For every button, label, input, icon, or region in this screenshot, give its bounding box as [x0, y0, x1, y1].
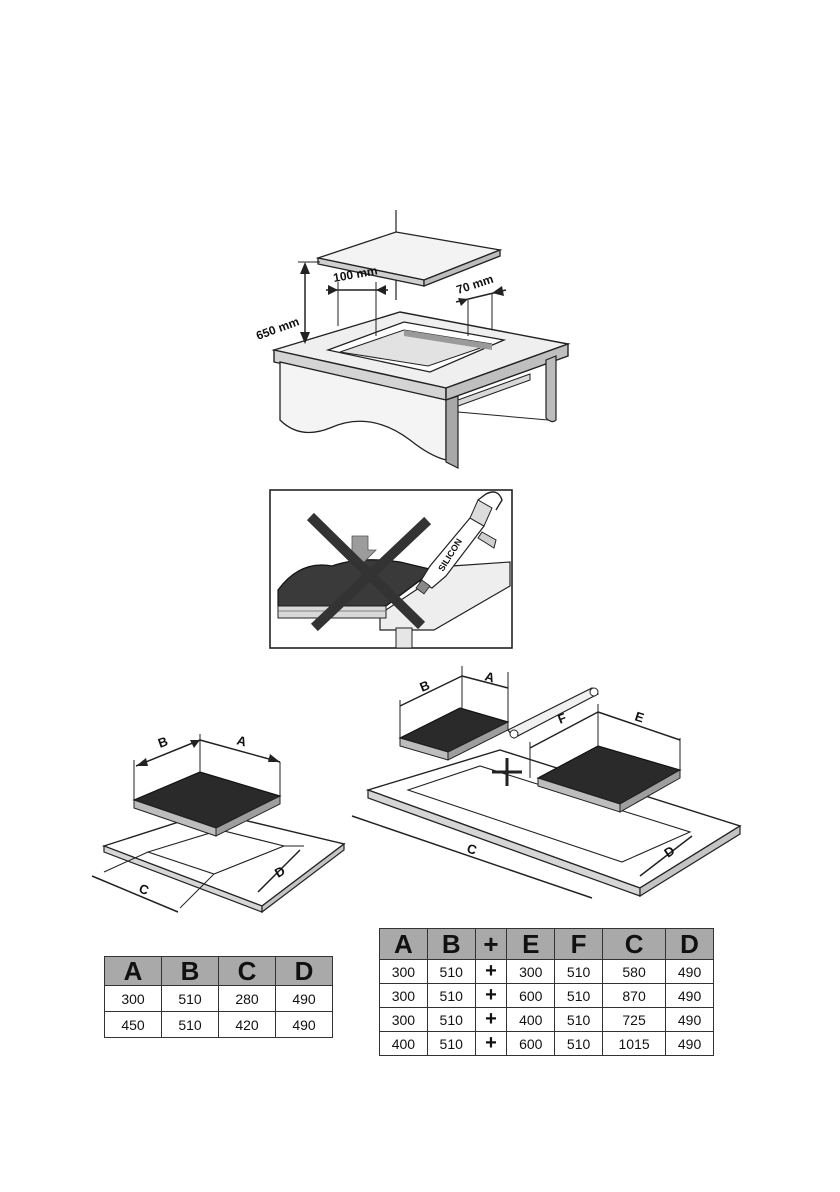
table-cell: 1015: [603, 1032, 666, 1056]
table-cell: 870: [603, 984, 666, 1008]
table-row: 450 510 420 490: [105, 1012, 333, 1038]
double-label-c: C: [465, 841, 479, 858]
table-cell: 510: [427, 960, 475, 984]
plus-cell: +: [475, 960, 507, 984]
header-cell: E: [507, 929, 555, 960]
table-cell: 510: [427, 984, 475, 1008]
table-cell: 490: [276, 986, 333, 1012]
table-cell: 510: [555, 960, 603, 984]
table-header-row: A B C D: [105, 957, 333, 986]
header-cell: C: [603, 929, 666, 960]
header-cell: B: [162, 957, 219, 986]
single-hob-dimensions-table: A B C D 300 510 280 490 450 510 420 490: [104, 956, 333, 1038]
table-cell: 450: [105, 1012, 162, 1038]
table-cell: 510: [555, 1032, 603, 1056]
double-label-f: F: [556, 710, 569, 727]
table-cell: 600: [507, 984, 555, 1008]
table-cell: 580: [603, 960, 666, 984]
table-cell: 300: [380, 960, 428, 984]
table-cell: 300: [105, 986, 162, 1012]
header-cell: A: [105, 957, 162, 986]
double-label-e: E: [633, 709, 646, 726]
table-cell: 490: [666, 984, 714, 1008]
table-cell: 490: [276, 1012, 333, 1038]
table-cell: 490: [666, 1032, 714, 1056]
header-cell: D: [666, 929, 714, 960]
double-hob-dimensions-table: A B + E F C D 300 510 + 300 510 580 490 …: [379, 928, 714, 1056]
table-header-row: A B + E F C D: [380, 929, 714, 960]
header-cell: B: [427, 929, 475, 960]
double-label-a: A: [483, 668, 497, 685]
double-hob-dimensions-diagram: B A F E C D: [0, 0, 840, 930]
table-cell: 510: [427, 1032, 475, 1056]
table-cell: 300: [380, 984, 428, 1008]
table-cell: 300: [507, 960, 555, 984]
header-cell: A: [380, 929, 428, 960]
plus-cell: +: [475, 1032, 507, 1056]
table-cell: 490: [666, 1008, 714, 1032]
table-row: 300 510 280 490: [105, 986, 333, 1012]
table-cell: 600: [507, 1032, 555, 1056]
table-cell: 420: [219, 1012, 276, 1038]
table-row: 400 510 + 600 510 1015 490: [380, 1032, 714, 1056]
plus-cell: +: [475, 984, 507, 1008]
table-cell: 400: [507, 1008, 555, 1032]
table-row: 300 510 + 400 510 725 490: [380, 1008, 714, 1032]
table-cell: 280: [219, 986, 276, 1012]
table-cell: 510: [555, 984, 603, 1008]
table-row: 300 510 + 300 510 580 490: [380, 960, 714, 984]
header-cell: C: [219, 957, 276, 986]
header-cell: +: [475, 929, 507, 960]
table-row: 300 510 + 600 510 870 490: [380, 984, 714, 1008]
table-cell: 510: [162, 986, 219, 1012]
table-cell: 300: [380, 1008, 428, 1032]
plus-cell: +: [475, 1008, 507, 1032]
table-cell: 510: [555, 1008, 603, 1032]
table-cell: 510: [427, 1008, 475, 1032]
table-cell: 490: [666, 960, 714, 984]
table-cell: 725: [603, 1008, 666, 1032]
header-cell: F: [555, 929, 603, 960]
header-cell: D: [276, 957, 333, 986]
table-cell: 400: [380, 1032, 428, 1056]
table-cell: 510: [162, 1012, 219, 1038]
